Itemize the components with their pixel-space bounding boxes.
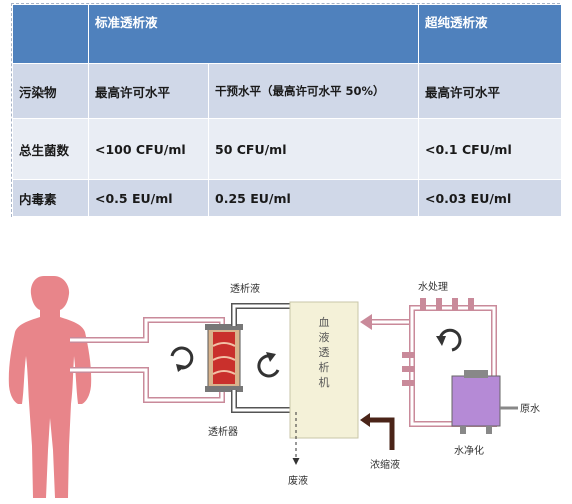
header-blank-cell (12, 4, 89, 64)
machine-label-5: 机 (319, 375, 330, 389)
cell-endotoxin-ultra-max: <0.03 EU/ml (418, 179, 563, 217)
cell-bacteria-ultra-max: <0.1 CFU/ml (418, 118, 563, 180)
table-row-contaminant: 污染物 最高许可水平 干预水平（最高许可水平 50%） 最高许可水平 (12, 63, 563, 119)
contaminant-limits-table-frame: 标准透析液 超纯透析液 污染物 最高许可水平 干预水平（最高许可水平 50%） … (11, 3, 563, 217)
water-treatment-label: 水处理 (418, 281, 448, 293)
dialysate-circuit (231, 303, 299, 413)
concentrate-label: 浓缩液 (370, 458, 400, 471)
hemodialysis-machine: 血 液 透 析 机 (289, 301, 359, 439)
machine-label-1: 血 (319, 315, 330, 329)
cell-contaminant-label: 污染物 (12, 63, 89, 119)
table-header-row: 标准透析液 超纯透析液 (12, 4, 563, 64)
cell-bacteria-std-max: <100 CFU/ml (88, 118, 209, 180)
cell-ultra-max-level: 最高许可水平 (418, 63, 563, 119)
cell-bacteria-std-intervention: 50 CFU/ml (207, 118, 420, 180)
table-row-bacteria: 总生菌数 <100 CFU/ml 50 CFU/ml <0.1 CFU/ml (12, 118, 563, 180)
contaminant-limits-table: 标准透析液 超纯透析液 污染物 最高许可水平 干预水平（最高许可水平 50%） … (12, 4, 563, 217)
water-purification-label: 水净化 (454, 444, 484, 457)
machine-label-3: 透 (319, 346, 330, 359)
blood-circuit (70, 317, 225, 403)
table-row-endotoxin: 内毒素 <0.5 EU/ml 0.25 EU/ml <0.03 EU/ml (12, 179, 563, 217)
human-figure (8, 276, 92, 498)
machine-label-2: 液 (319, 330, 330, 344)
cell-endotoxin-label: 内毒素 (12, 179, 89, 217)
cell-endotoxin-std-max: <0.5 EU/ml (88, 179, 209, 217)
cell-endotoxin-std-intervention: 0.25 EU/ml (207, 179, 420, 217)
raw-water-label: 原水 (520, 403, 540, 415)
cell-std-intervention-level: 干预水平（最高许可水平 50%） (207, 63, 420, 119)
cell-bacteria-label: 总生菌数 (12, 118, 89, 180)
dialysate-label: 透析液 (230, 282, 260, 295)
machine-label-4: 析 (319, 360, 330, 374)
waste-label: 废液 (288, 474, 308, 487)
dialysis-system-diagram: 血 液 透 析 机 透析液 透析器 水 (8, 276, 540, 498)
purified-water-arrow (360, 314, 412, 330)
water-purifier-icon (451, 370, 518, 434)
header-standard-dialysate: 标准透析液 (87, 4, 420, 64)
header-ultrapure-dialysate: 超纯透析液 (418, 4, 563, 64)
cell-std-max-level: 最高许可水平 (88, 63, 209, 119)
dialyzer-label: 透析器 (208, 425, 238, 438)
dialyzer-icon (205, 324, 243, 392)
concentrate-arrow (360, 413, 395, 450)
